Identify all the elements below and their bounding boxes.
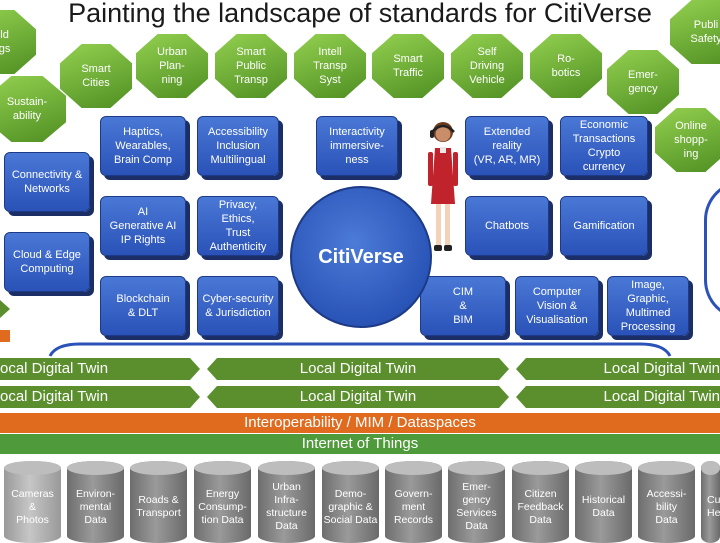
local-digital-twin-1c: Local Digital Twin xyxy=(516,358,720,380)
domain-intell-transp-syst[interactable]: Intell Transp Syst xyxy=(294,34,366,98)
twin-label: Local Digital Twin xyxy=(603,388,720,405)
local-digital-twin-1a: ocal Digital Twin xyxy=(0,358,200,380)
domain-robotics[interactable]: Ro- botics xyxy=(530,34,602,98)
twin-label: Local Digital Twin xyxy=(603,360,720,377)
data-cameras-photos[interactable]: Cameras & Photos xyxy=(4,461,61,543)
domain-online-shopping[interactable]: Online shopp- ing xyxy=(655,108,720,172)
domain-self-driving-vehicle[interactable]: Self Driving Vehicle xyxy=(451,34,523,98)
domain-urban-planning[interactable]: Urban Plan- ning xyxy=(136,34,208,98)
interoperability-band: Interoperability / MIM / Dataspaces xyxy=(0,413,720,433)
domain-smart-cities[interactable]: Smart Cities xyxy=(60,44,132,108)
local-digital-twin-1b: Local Digital Twin xyxy=(207,358,509,380)
twin-label: ocal Digital Twin xyxy=(0,360,109,377)
page-title: Painting the landscape of standards for … xyxy=(68,0,652,28)
tech-economic-transactions[interactable]: Economic Transactions Crypto currency xyxy=(560,116,648,176)
data-historical[interactable]: Historical Data xyxy=(575,461,632,543)
data-energy-consumption[interactable]: Energy Consump- tion Data xyxy=(194,461,251,543)
twin-label: Local Digital Twin xyxy=(299,360,417,377)
tech-blockchain[interactable]: Blockchain & DLT xyxy=(100,276,186,336)
local-digital-twin-2b: Local Digital Twin xyxy=(207,386,509,408)
left-green-arrow-fragment xyxy=(0,300,10,318)
tech-cybersecurity[interactable]: Cyber-security & Jurisdiction xyxy=(197,276,279,336)
tech-chatbots[interactable]: Chatbots xyxy=(465,196,549,256)
tech-accessibility[interactable]: Accessibility Inclusion Multilingual xyxy=(197,116,279,176)
data-government-records[interactable]: Govern- ment Records xyxy=(385,461,442,543)
data-cut-off-right[interactable]: Cu He xyxy=(701,461,720,543)
domain-smart-traffic[interactable]: Smart Traffic xyxy=(372,34,444,98)
data-emergency-services[interactable]: Emer- gency Services Data xyxy=(448,461,505,543)
twin-label: ocal Digital Twin xyxy=(0,388,109,405)
citiverse-hub[interactable]: CitiVerse xyxy=(290,186,432,328)
domain-emergency[interactable]: Emer- gency xyxy=(607,50,679,114)
tech-image-graphic[interactable]: Image, Graphic, Multimed Processing xyxy=(607,276,689,336)
data-roads-transport[interactable]: Roads & Transport xyxy=(130,461,187,543)
tech-gamification[interactable]: Gamification xyxy=(560,196,648,256)
tech-ai[interactable]: AI Generative AI IP Rights xyxy=(100,196,186,256)
tech-cloud-edge[interactable]: Cloud & Edge Computing xyxy=(4,232,90,292)
tech-extended-reality[interactable]: Extended reality (VR, AR, MR) xyxy=(465,116,549,176)
tech-haptics[interactable]: Haptics, Wearables, Brain Comp xyxy=(100,116,186,176)
data-accessibility[interactable]: Accessi- bility Data xyxy=(638,461,695,543)
data-citizen-feedback[interactable]: Citizen Feedback Data xyxy=(512,461,569,543)
local-digital-twin-2a: ocal Digital Twin xyxy=(0,386,200,408)
local-digital-twin-2c: Local Digital Twin xyxy=(516,386,720,408)
domain-smart-public-transp[interactable]: Smart Public Transp xyxy=(215,34,287,98)
tech-interactivity[interactable]: Interactivity immersive- ness xyxy=(316,116,398,176)
data-demographic-social[interactable]: Demo- graphic & Social Data xyxy=(322,461,379,543)
connector-bracket xyxy=(48,342,672,357)
left-orange-fragment xyxy=(0,330,10,342)
domain-sustainability[interactable]: Sustain- ability xyxy=(0,76,66,142)
tech-connectivity[interactable]: Connectivity & Networks xyxy=(4,152,90,212)
data-urban-infrastructure[interactable]: Urban Infra- structure Data xyxy=(258,461,315,543)
iot-band: Internet of Things xyxy=(0,434,720,454)
tech-privacy[interactable]: Privacy, Ethics, Trust Authenticity xyxy=(197,196,279,256)
tech-cim-bim[interactable]: CIM & BIM xyxy=(420,276,506,336)
right-bracket-fragment xyxy=(704,180,720,320)
data-environmental[interactable]: Environ- mental Data xyxy=(67,461,124,543)
tech-computer-vision[interactable]: Computer Vision & Visualisation xyxy=(515,276,599,336)
avatar-figure xyxy=(428,122,458,251)
twin-label: Local Digital Twin xyxy=(299,388,417,405)
